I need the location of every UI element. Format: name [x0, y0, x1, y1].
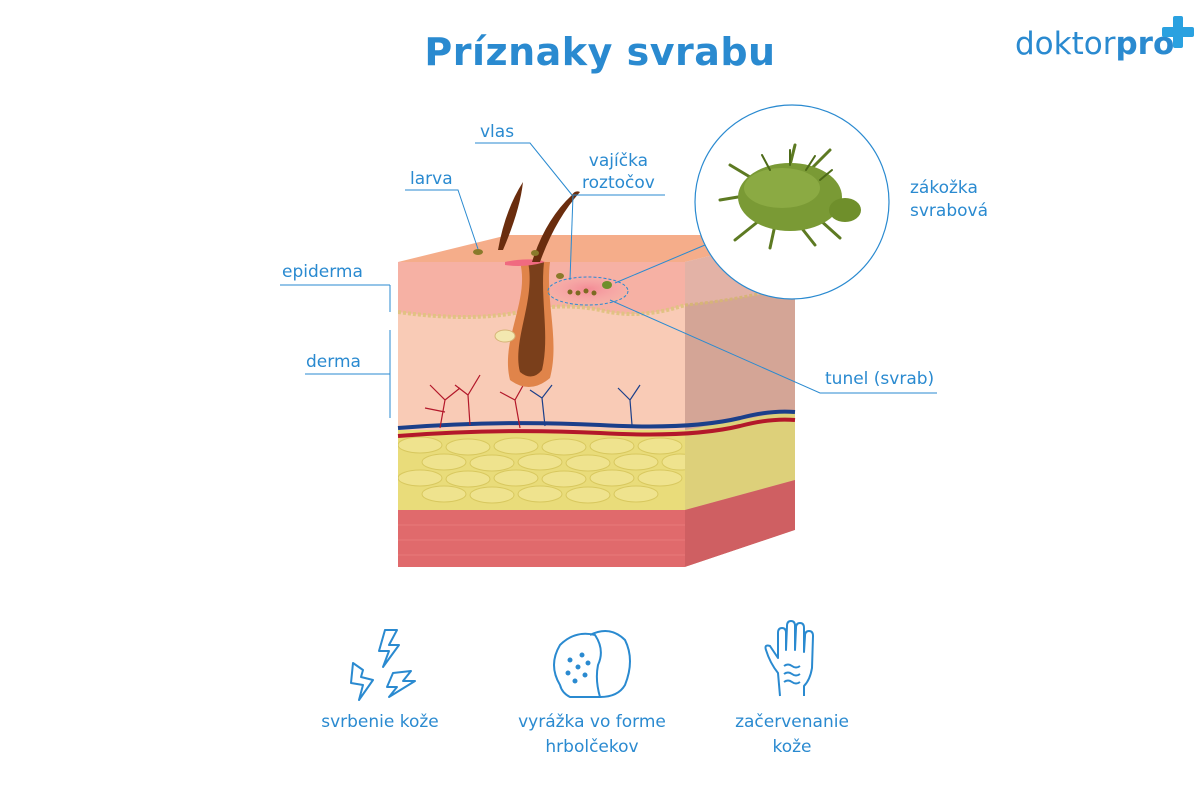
symptom-1-line1: svrbenie kože — [270, 710, 490, 735]
label-hair: vlas — [480, 122, 514, 142]
larva-dot-3 — [556, 273, 564, 279]
symptom-2-line1: vyrážka vo forme — [482, 710, 702, 735]
label-eggs-line2: roztočov — [582, 172, 655, 194]
hand-rash-icon — [760, 618, 830, 698]
label-eggs-line1: vajíčka — [582, 150, 655, 172]
symptom-label-rash: vyrážka vo forme hrbolčekov — [482, 710, 702, 760]
larva-dot-2 — [531, 250, 539, 256]
label-dermis: derma — [306, 352, 361, 372]
lightning-icon — [345, 625, 425, 705]
label-epidermis: epiderma — [282, 262, 363, 282]
label-tunnel: tunel (svrab) — [825, 369, 934, 389]
symptom-3-line2: kože — [682, 735, 902, 760]
symptom-label-redness: začervenanie kože — [682, 710, 902, 760]
label-larva: larva — [410, 169, 453, 189]
label-eggs: vajíčka roztočov — [582, 150, 655, 194]
larva-dot — [473, 249, 483, 255]
symptom-label-itching: svrbenie kože — [270, 710, 490, 735]
label-mite-line1: zákožka — [910, 177, 988, 200]
symptom-3-line1: začervenanie — [682, 710, 902, 735]
label-mite-line2: svrabová — [910, 200, 988, 223]
label-mite: zákožka svrabová — [910, 177, 988, 223]
symptom-2-line2: hrbolčekov — [482, 735, 702, 760]
face-rash-icon — [540, 625, 640, 705]
